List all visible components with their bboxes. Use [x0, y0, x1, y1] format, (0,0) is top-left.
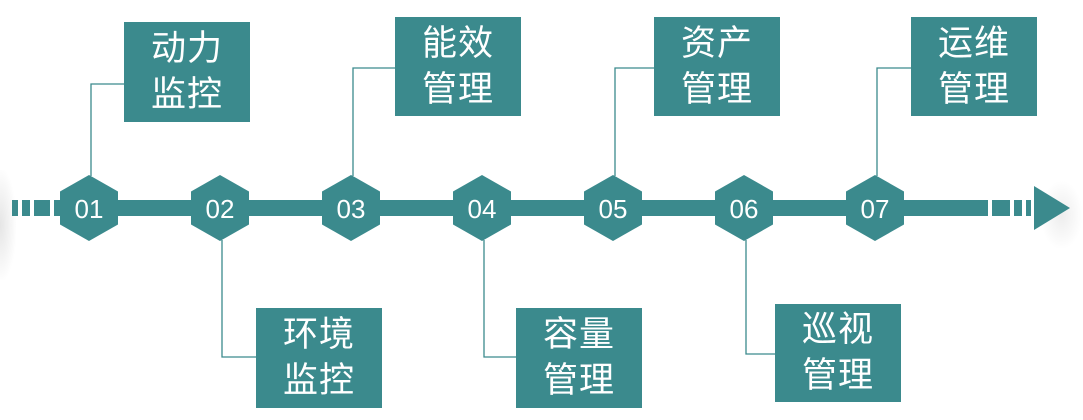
connector-07 — [876, 67, 911, 176]
hexagon-shape — [846, 175, 904, 241]
hexagon-shape — [584, 175, 642, 241]
arrow-right-icon — [1034, 186, 1070, 230]
label-line-1: 容量 — [542, 315, 615, 355]
hex-node-03: 03 — [322, 175, 380, 241]
node-number: 05 — [599, 194, 628, 224]
hexagon-shape — [453, 175, 511, 241]
label-box-06: 巡视 管理 — [775, 304, 901, 402]
hex-node-07: 07 — [846, 175, 904, 241]
timeline-dash-right-1 — [992, 200, 1010, 216]
label-line-2: 管理 — [421, 69, 494, 110]
label-line-1: 运维 — [937, 23, 1010, 64]
connector-03 — [352, 67, 395, 176]
timeline-dash-left-3 — [34, 200, 50, 216]
connector-06 — [745, 240, 775, 355]
hex-node-01: 01 — [60, 175, 118, 241]
label-line-2: 管理 — [680, 69, 753, 110]
label-line-1: 巡视 — [801, 310, 874, 350]
hexagon-shape — [191, 175, 249, 241]
label-line-1: 环境 — [282, 315, 355, 355]
node-number: 03 — [337, 194, 366, 224]
timeline-dash-left-2 — [22, 200, 30, 216]
connector-02 — [221, 240, 256, 358]
timeline-dash-left-1 — [12, 200, 18, 216]
label-box-05: 资产 管理 — [654, 17, 780, 116]
hex-node-06: 06 — [715, 175, 773, 241]
label-line-2: 管理 — [937, 69, 1010, 110]
hex-node-05: 05 — [584, 175, 642, 241]
connector-05 — [614, 67, 654, 176]
node-number: 01 — [75, 194, 104, 224]
label-box-03: 能效 管理 — [395, 17, 521, 116]
edge-shadow-left — [0, 170, 16, 280]
label-box-07: 运维 管理 — [911, 17, 1037, 116]
label-line-1: 资产 — [680, 23, 753, 64]
hexagon-shape — [322, 175, 380, 241]
connector-04 — [483, 240, 516, 358]
label-line-1: 动力 — [150, 29, 223, 69]
hex-node-04: 04 — [453, 175, 511, 241]
hexagon-shape — [715, 175, 773, 241]
hexagon-shape — [60, 175, 118, 241]
node-number: 07 — [861, 194, 890, 224]
label-box-01: 动力 监控 — [124, 22, 250, 122]
label-box-02: 环境 监控 — [256, 308, 382, 408]
node-number: 06 — [730, 194, 759, 224]
node-number: 02 — [206, 194, 235, 224]
label-line-2: 监控 — [282, 361, 355, 401]
connector-01 — [90, 83, 124, 176]
label-line-2: 监控 — [150, 75, 223, 115]
label-line-2: 管理 — [542, 361, 615, 401]
timeline-dash-right-3 — [1026, 200, 1031, 216]
label-line-1: 能效 — [421, 23, 494, 64]
timeline-dash-right-2 — [1014, 200, 1022, 216]
hex-node-02: 02 — [191, 175, 249, 241]
node-number: 04 — [468, 194, 497, 224]
label-line-2: 管理 — [801, 356, 874, 396]
label-box-04: 容量 管理 — [516, 308, 642, 408]
